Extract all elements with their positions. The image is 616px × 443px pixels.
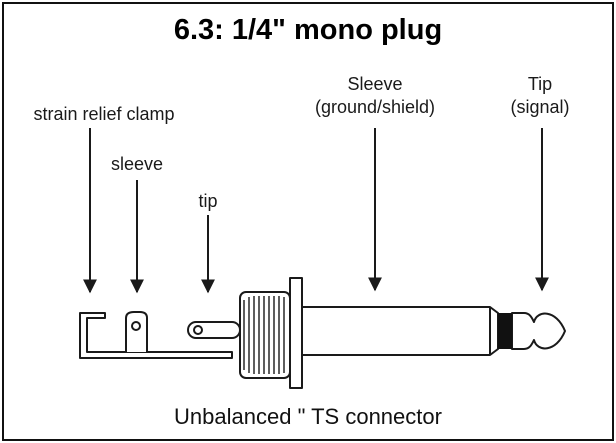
- diagram-title: 6.3: 1/4" mono plug: [173, 14, 443, 46]
- insulator-ring: [498, 313, 512, 349]
- sleeve-solder-lug: [125, 311, 148, 352]
- label-sleeve-solder-lug: sleeve: [110, 154, 164, 174]
- plug-tip: [511, 312, 566, 350]
- sleeve-barrel: [301, 306, 499, 356]
- strain-relief-clamp: [79, 312, 233, 359]
- tip-lug-hole: [193, 325, 203, 335]
- label-tip-solder-lug: tip: [198, 191, 218, 211]
- label-tip-signal: Tip: [527, 74, 553, 94]
- threaded-collar: [239, 291, 291, 379]
- label-tip-signal-sub: (signal): [510, 97, 570, 117]
- diagram-caption: Unbalanced " TS connector: [174, 404, 442, 429]
- label-sleeve-ground-sub: (ground/shield): [314, 97, 436, 117]
- label-sleeve-ground: Sleeve: [347, 74, 403, 94]
- flange: [289, 277, 303, 389]
- label-strain-relief-clamp: strain relief clamp: [33, 104, 175, 124]
- sleeve-lug-hole: [131, 321, 141, 331]
